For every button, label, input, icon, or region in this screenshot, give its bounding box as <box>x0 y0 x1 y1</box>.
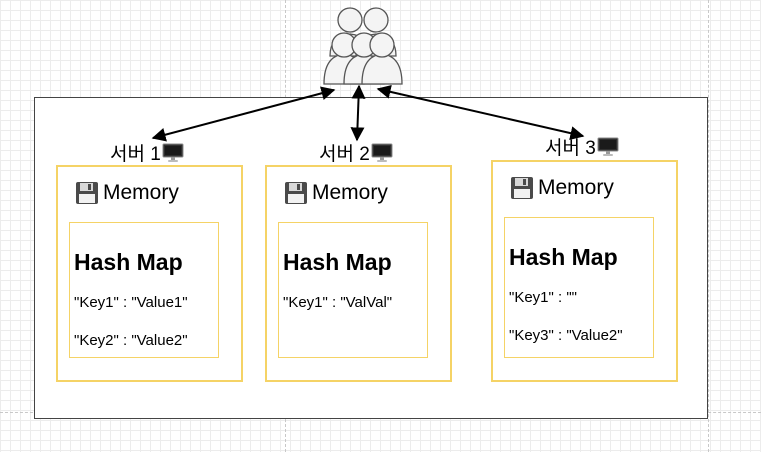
floppy-disk-icon <box>510 176 534 200</box>
server-3-memory-title: Memory <box>510 176 614 200</box>
server-3-memory-box[interactable]: Memory Hash Map "Key1" : "" "Key3" : "Va… <box>491 160 678 382</box>
server-2-hash-map[interactable]: Hash Map "Key1" : "ValVal" <box>278 222 428 358</box>
server-3-entry-2: "Key3" : "Value2" <box>509 327 623 344</box>
server-2-label-group: 서버 2 <box>319 139 393 166</box>
server-1-label-group: 서버 1 <box>110 139 184 166</box>
server-1-label: 서버 1 <box>110 144 161 165</box>
server-3-hash-map[interactable]: Hash Map "Key1" : "" "Key3" : "Value2" <box>504 217 654 358</box>
server-1-hash-title: Hash Map <box>74 249 183 275</box>
arrow-users-server-1 <box>151 86 336 142</box>
server-1-memory-label: Memory <box>103 181 179 204</box>
floppy-disk-icon <box>75 181 99 205</box>
server-3-hash-title: Hash Map <box>509 244 618 270</box>
canvas-guide-vertical-right <box>708 0 709 452</box>
server-2-memory-box[interactable]: Memory Hash Map "Key1" : "ValVal" <box>265 165 452 382</box>
desktop-computer-icon <box>371 143 393 163</box>
server-1-memory-box[interactable]: Memory Hash Map "Key1" : "Value1" "Key2"… <box>56 165 243 382</box>
server-3-label-group: 서버 3 <box>545 133 619 160</box>
server-2-label: 서버 2 <box>319 144 370 165</box>
server-3-memory-label: Memory <box>538 176 614 199</box>
server-2-hash-title: Hash Map <box>283 249 392 275</box>
desktop-computer-icon <box>597 137 619 157</box>
arrow-users-server-2 <box>350 84 366 142</box>
server-1-entry-1: "Key1" : "Value1" <box>74 294 188 311</box>
server-1-hash-map[interactable]: Hash Map "Key1" : "Value1" "Key2" : "Val… <box>69 222 219 358</box>
server-2-memory-title: Memory <box>284 181 388 205</box>
server-2-entry-1: "Key1" : "ValVal" <box>283 294 393 311</box>
server-3-label: 서버 3 <box>545 138 596 159</box>
users-icon[interactable] <box>322 4 414 90</box>
server-2-memory-label: Memory <box>312 181 388 204</box>
desktop-computer-icon <box>162 143 184 163</box>
server-1-entry-2: "Key2" : "Value2" <box>74 332 188 349</box>
server-1-memory-title: Memory <box>75 181 179 205</box>
arrow-users-server-3 <box>376 84 585 141</box>
server-3-entry-1: "Key1" : "" <box>509 289 577 306</box>
floppy-disk-icon <box>284 181 308 205</box>
